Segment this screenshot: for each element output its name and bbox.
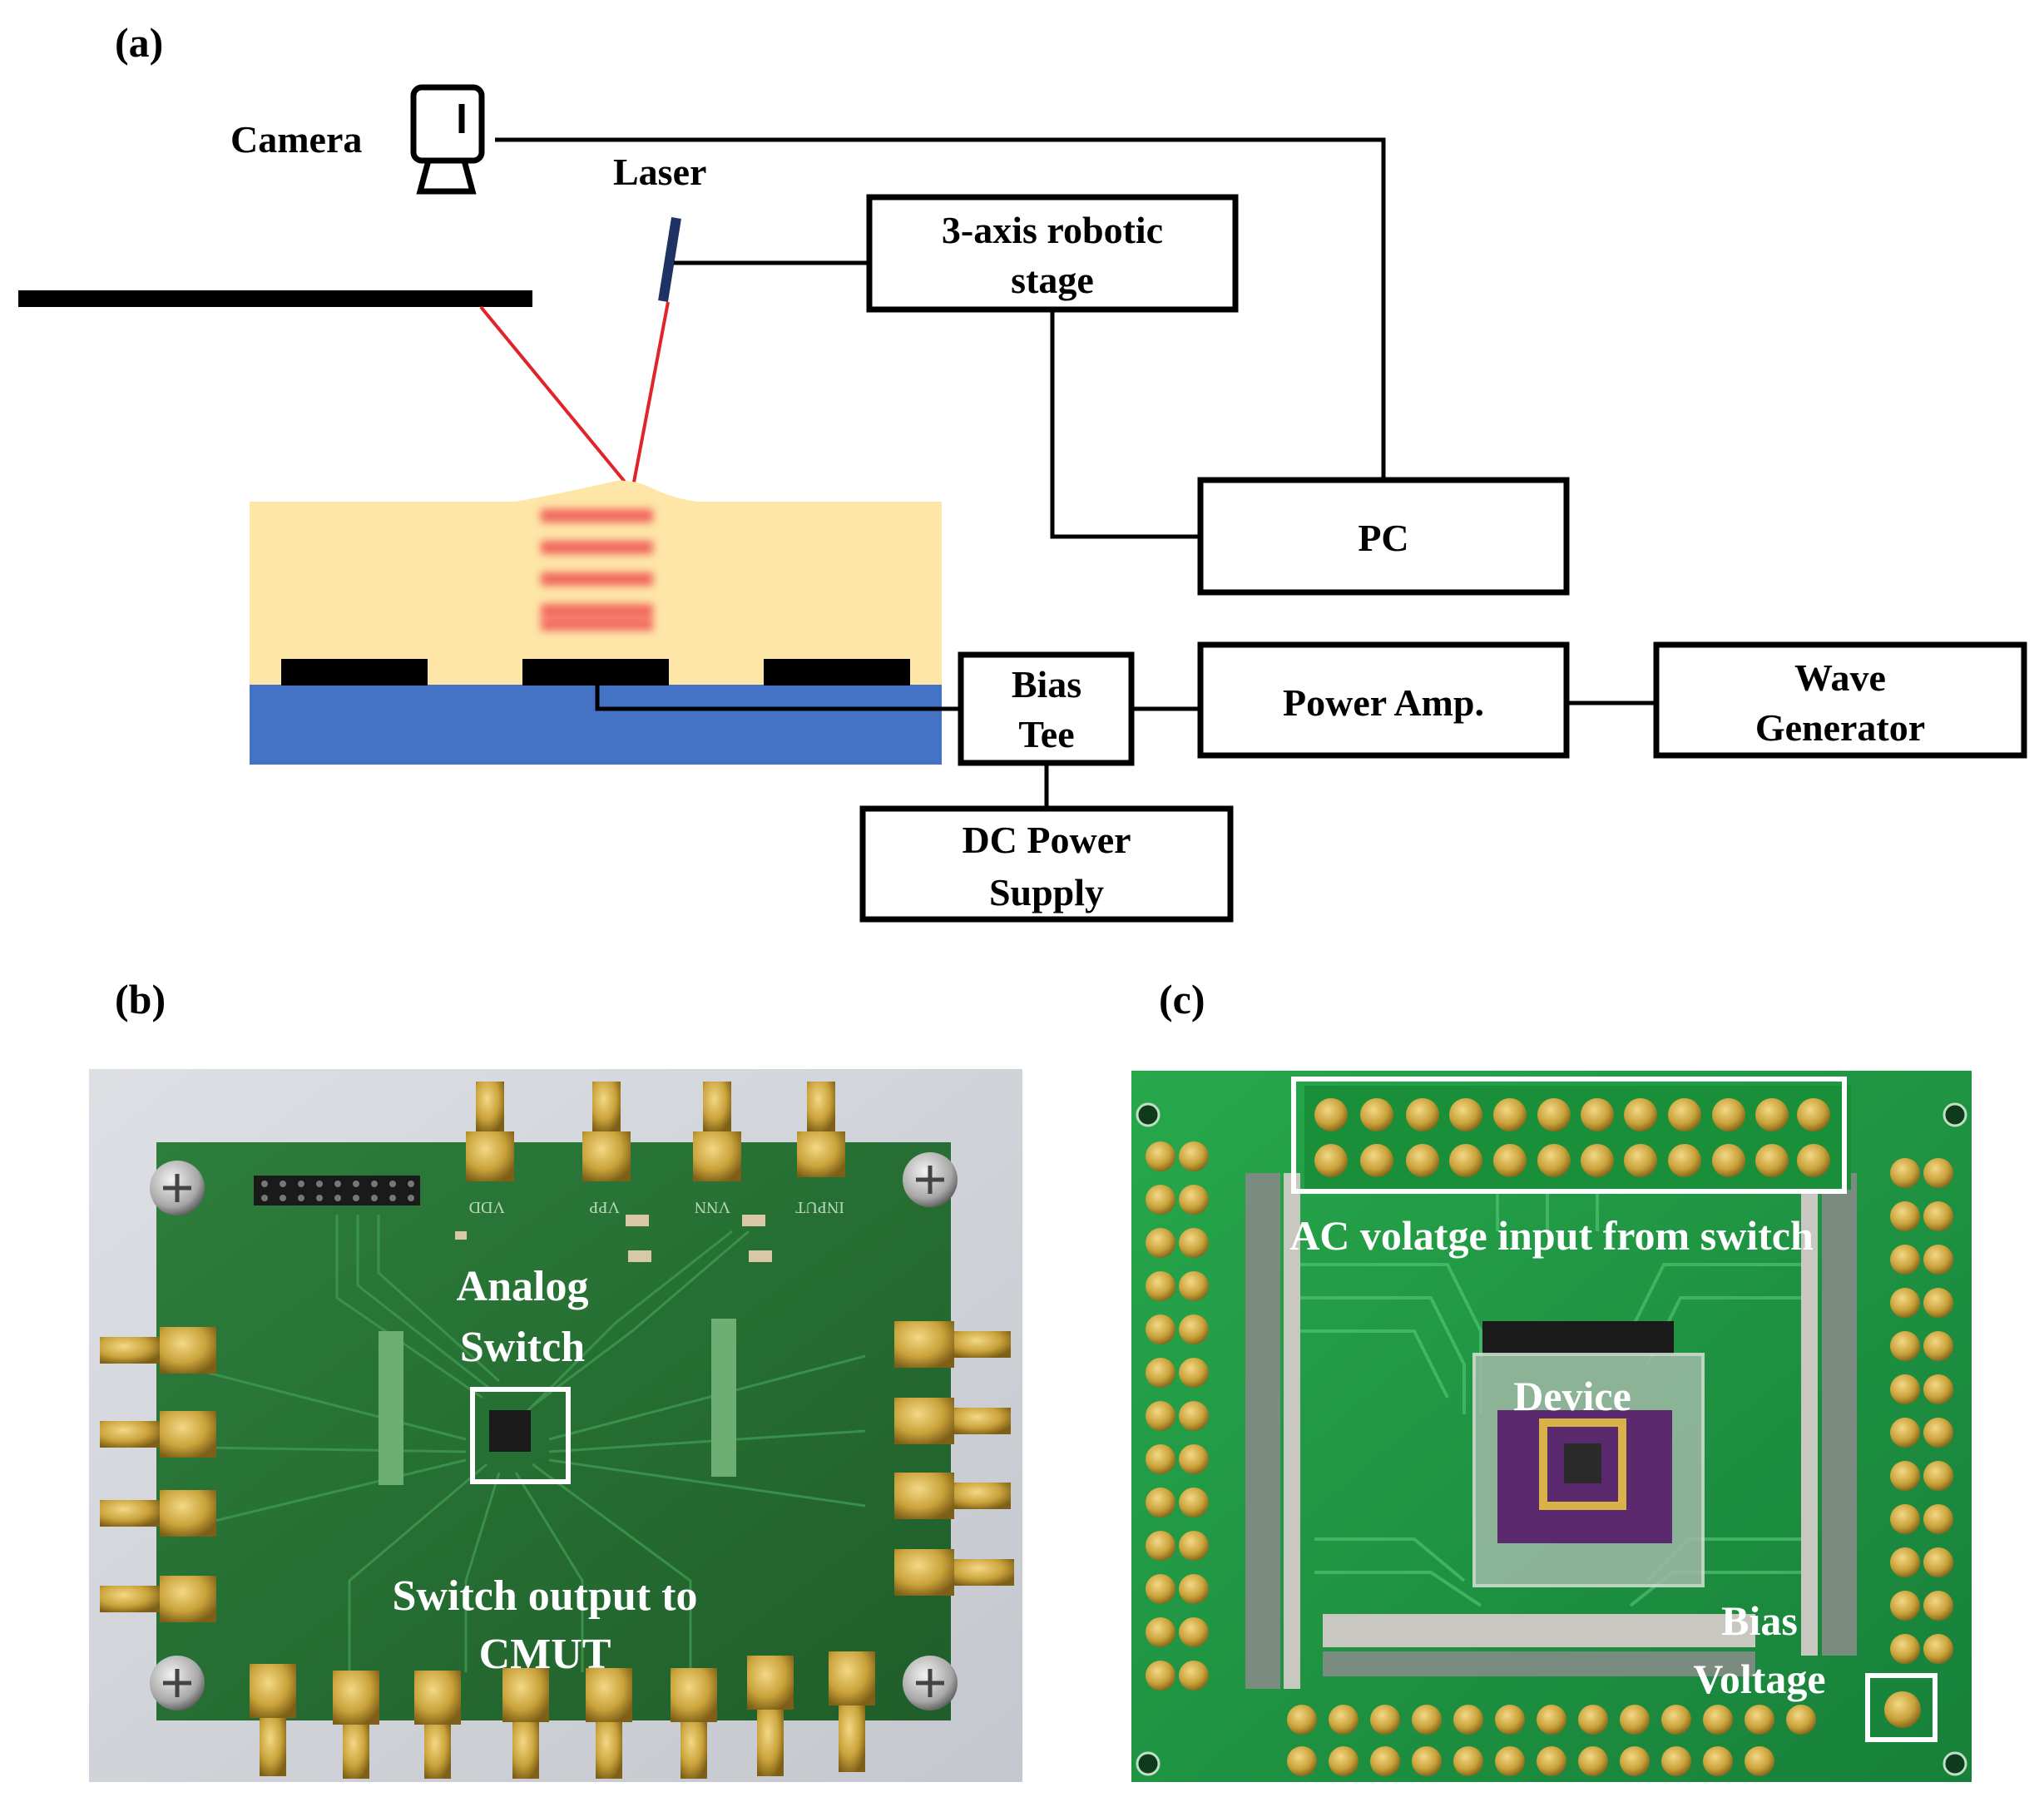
sma-connector-right-b [894,1321,1014,1596]
device-die [1539,1418,1626,1510]
sma-connector-left-c [1146,1141,1209,1691]
connection-lines [495,137,1656,809]
input-label: INPUT [795,1198,844,1216]
bias-voltage-highlight [1865,1673,1938,1742]
sma-connector-array-top-c [1304,1086,1851,1190]
mounting-holes-c [1136,1102,1967,1776]
panel-b: (b) [89,976,1022,1782]
svg-text:Supply: Supply [989,871,1104,913]
via-array-right [711,1319,736,1477]
device-socket-rail [1482,1321,1674,1354]
svg-text:Power Amp.: Power Amp. [1283,681,1484,724]
smd-resistor-columns [1245,1173,1857,1689]
vnn-label: VNN [695,1198,730,1216]
sma-connector-top-c [1314,1098,1830,1177]
cmut-element-2 [522,659,669,686]
panel-c: (c) [1131,976,1972,1782]
laser-label: Laser [613,151,706,193]
svg-text:3-axis robotic: 3-axis robotic [942,209,1163,251]
analog-switch-chip [489,1410,531,1452]
sma-connector-bottom-b [250,1651,875,1779]
ac-input-highlight [1291,1077,1847,1194]
sma-connector-left-b [100,1327,216,1622]
reflected-beam [479,305,634,493]
bias-voltage-connector [1884,1691,1921,1728]
bias-tee-box: Bias Tee [958,651,1135,766]
camera-icon [410,84,485,195]
ac-input-label: AC volatge input from switch [1289,1212,1814,1259]
acoustic-wavefronts [541,509,653,631]
vdd-label: VDD [469,1198,505,1216]
incident-beam [631,301,670,492]
panel-a-label: (a) [115,19,163,66]
power-amp-box: Power Amp. [1197,641,1570,759]
svg-text:PC: PC [1358,517,1408,559]
analog-switch-label: Analog [457,1263,589,1310]
svg-text:Bias: Bias [1012,663,1081,705]
reflection-screen [18,290,532,307]
pc-box: PC [1197,477,1570,596]
screw-icon [150,1152,958,1710]
smd-components-b [455,1215,772,1262]
connector-silkscreen-labels: VDD VPP VNN INPUT [469,1198,844,1216]
switch-output-label: Switch output to [393,1572,698,1620]
device-label: Device [1513,1373,1631,1419]
svg-text:stage: stage [1011,259,1094,301]
via-array-left [379,1331,403,1485]
bias-voltage-label: Bias [1721,1597,1798,1644]
bias-voltage-label-2: Voltage [1693,1656,1825,1702]
cmut-element-1 [281,659,428,686]
analog-switch-highlight [470,1387,571,1484]
sma-connector-right-c [1890,1158,1953,1664]
svg-text:Wave: Wave [1794,656,1886,699]
panel-a: (a) Camera Laser [18,19,2027,923]
stage-box: 3-axis robotic stage [866,194,1239,313]
camera-label: Camera [230,118,362,161]
panel-c-label: (c) [1159,976,1205,1022]
laser-icon [658,217,681,302]
svg-text:Generator: Generator [1755,706,1925,749]
device-core [1564,1443,1601,1483]
pin-header [254,1176,420,1205]
switch-output-label-2: CMUT [479,1631,611,1678]
panel-b-label: (b) [115,976,166,1022]
vpp-label: VPP [589,1198,620,1216]
analog-switch-label-2: Switch [460,1324,585,1371]
svg-text:Tee: Tee [1018,713,1074,755]
pcb-traces-b [207,1215,866,1672]
sma-connector-top-b [466,1082,845,1181]
sma-connector-bottom-c [1287,1705,1816,1776]
cmut-element-3 [764,659,910,686]
dc-power-box: DC Power Supply [859,805,1234,923]
svg-text:DC Power: DC Power [962,819,1131,861]
wave-generator-box: Wave Generator [1653,641,2027,759]
pcb-board-b [156,1142,951,1720]
